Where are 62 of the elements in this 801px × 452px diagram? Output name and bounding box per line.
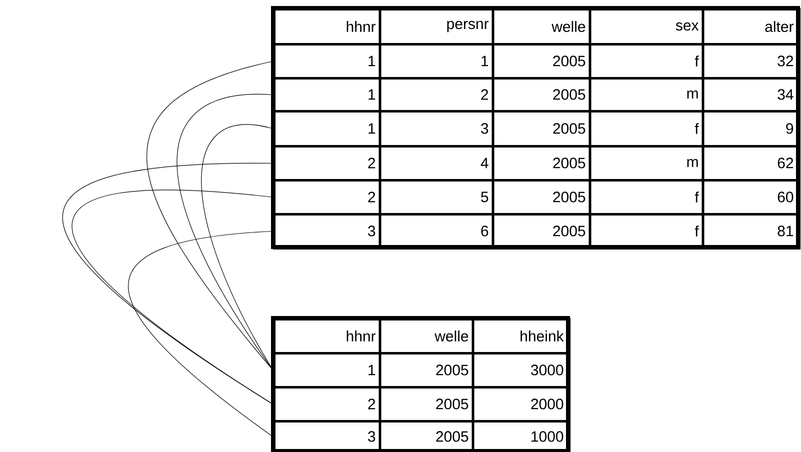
table-cell: hhnr xyxy=(346,21,376,32)
table-cell: f xyxy=(694,226,699,236)
table-cell: 1 xyxy=(482,56,488,66)
table-cell: welle xyxy=(552,20,586,32)
table-cell: 2 xyxy=(481,89,488,100)
table-cell: 3000 xyxy=(531,364,564,376)
table-cell: welle xyxy=(434,330,468,342)
table-row xyxy=(273,213,800,250)
table-cell: 1 xyxy=(368,89,376,100)
table-cell: 2005 xyxy=(553,192,586,202)
table-cell: 2005 xyxy=(553,226,586,236)
table-cell: 2 xyxy=(368,192,376,202)
table-cell: 5 xyxy=(481,192,488,202)
table-cell: persnr xyxy=(447,20,489,32)
table-cell: sex xyxy=(676,22,699,31)
table-row xyxy=(273,77,800,112)
table-cell: 3 xyxy=(481,123,488,134)
table-cell: 2 xyxy=(368,158,376,168)
table-cell: 1 xyxy=(368,56,376,66)
table-row xyxy=(273,43,800,80)
table-cell: 32 xyxy=(778,56,794,66)
table-cell: 1000 xyxy=(532,431,564,442)
table-cell: f xyxy=(694,123,699,134)
table-cell: 2005 xyxy=(553,158,586,168)
table-row xyxy=(273,179,800,216)
table-cell: 2000 xyxy=(531,398,564,410)
connector-curve xyxy=(128,230,274,438)
table-cell: 2005 xyxy=(553,89,586,100)
table-cell: 2005 xyxy=(553,56,586,66)
table-cell: m xyxy=(687,158,698,168)
table-cell: alter xyxy=(765,20,794,32)
table-cell: hhnr xyxy=(346,330,376,342)
table-row xyxy=(273,318,570,354)
table-cell: f xyxy=(694,192,699,202)
table-row xyxy=(273,145,800,182)
table-cell: f xyxy=(694,56,699,66)
table-row xyxy=(273,386,570,422)
connector-curve xyxy=(146,60,274,371)
table-cell: 2005 xyxy=(436,398,468,410)
table-cell: m xyxy=(687,90,698,99)
connector-curve xyxy=(72,190,274,405)
table-cell: 60 xyxy=(778,192,794,202)
table-cell: 2005 xyxy=(436,431,468,442)
table-cell: 1 xyxy=(368,364,376,376)
table-cell: 34 xyxy=(778,89,794,100)
table-cell: 81 xyxy=(778,226,794,236)
table-cell: 6 xyxy=(481,226,488,236)
table-cell: 2005 xyxy=(436,364,468,376)
table-row xyxy=(273,110,800,148)
table-cell: 3 xyxy=(368,431,376,442)
connector-curve xyxy=(176,94,274,371)
table-cell: 3 xyxy=(368,226,376,236)
table-cell: 62 xyxy=(778,158,794,168)
table-cell: 9 xyxy=(786,123,794,134)
table-row xyxy=(273,352,570,388)
table-cell: 2 xyxy=(368,398,376,410)
table-row xyxy=(273,8,800,46)
table-cell: 1 xyxy=(368,123,376,134)
table-cell: 4 xyxy=(480,158,488,168)
table-cell: hheink xyxy=(520,330,564,342)
table-row xyxy=(273,420,570,452)
table-cell: 2005 xyxy=(553,123,586,134)
